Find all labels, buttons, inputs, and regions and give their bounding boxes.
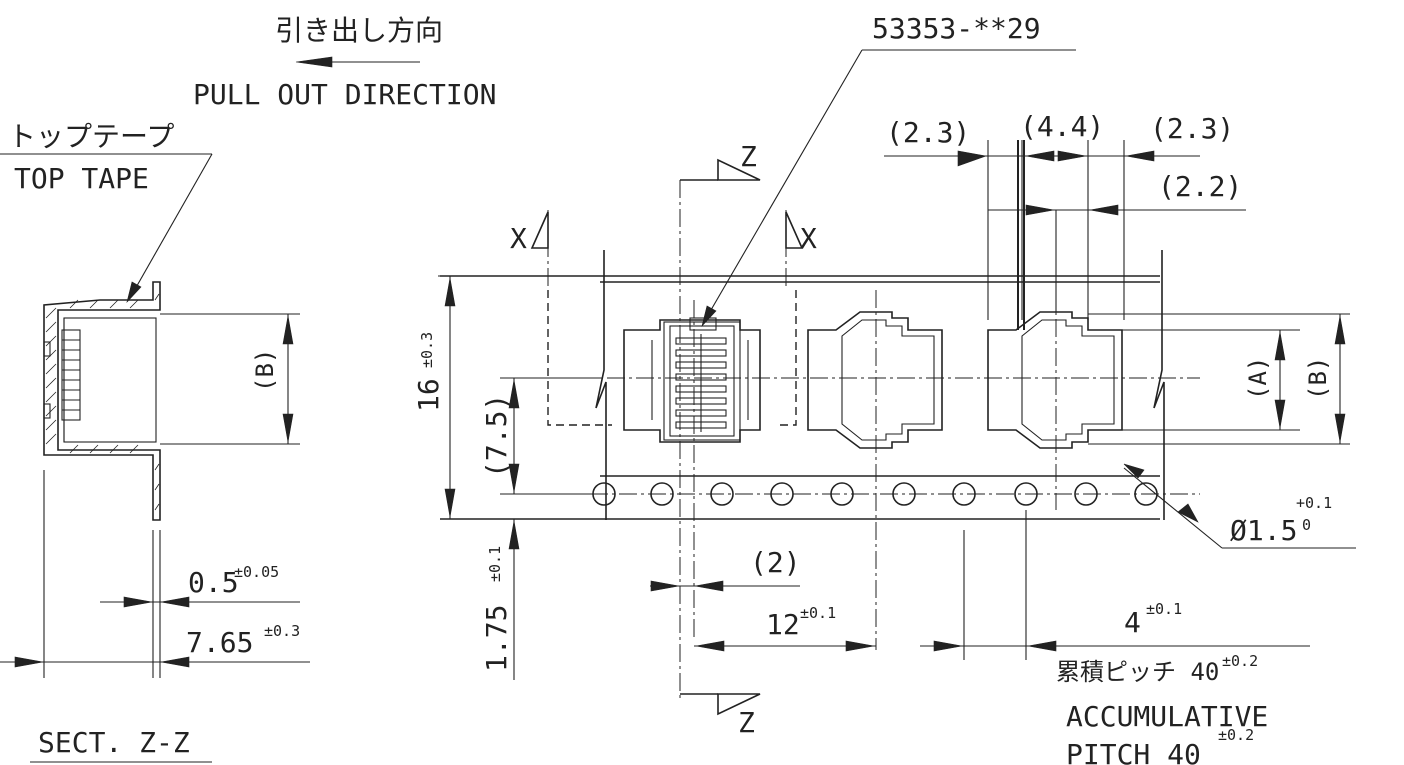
pocket-wall-hatch	[45, 293, 160, 511]
dim-0-5: 0.5	[188, 566, 239, 599]
connector-contacts	[651, 334, 749, 432]
tol-4: ±0.1	[1146, 600, 1182, 618]
accum-pitch-jp: 累積ピッチ 40	[1056, 658, 1219, 686]
dim-7-65: 7.65	[186, 626, 253, 659]
cut-x-right-label: X	[800, 222, 817, 255]
cut-z-bottom-label: Z	[738, 706, 755, 739]
tol-12: ±0.1	[800, 604, 836, 622]
pull-out-direction-jp: 引き出し方向	[275, 14, 443, 47]
sprocket-holes	[592, 482, 1158, 506]
x-cut-arrow-left	[530, 211, 549, 249]
dim-b-section: (B)	[251, 349, 279, 392]
top-tape-leader-line	[129, 153, 213, 299]
top-tape-label-jp: トップテープ	[8, 120, 174, 153]
pocket-outline	[43, 281, 161, 521]
dim-hole: Ø1.5	[1230, 514, 1297, 547]
tol-accum-en: ±0.2	[1218, 726, 1254, 744]
tape-plan-view: Z Z X X	[412, 12, 1356, 765]
part-number-leader	[703, 49, 863, 323]
top-tape-label-en: TOP TAPE	[14, 162, 149, 195]
tol-16: ±0.3	[418, 332, 436, 368]
pull-out-arrow-head	[295, 56, 333, 68]
dim-4-4: (4.4)	[1020, 110, 1104, 143]
connector-pins-section	[43, 329, 81, 421]
dim-12: 12	[766, 608, 800, 641]
tol-hole-upper: +0.1	[1296, 494, 1332, 512]
dim-a: (A)	[1244, 357, 1272, 400]
tol-0-5: ±0.05	[234, 563, 279, 581]
tol-1-75: ±0.1	[486, 546, 504, 582]
accum-pitch-en1: ACCUMULATIVE	[1066, 700, 1268, 733]
section-title: SECT. Z-Z	[38, 726, 190, 759]
tol-hole-lower: 0	[1302, 516, 1311, 534]
hidden-section-rect	[547, 290, 612, 426]
dim-2-3-left: (2.3)	[886, 116, 970, 149]
pocket-2	[807, 311, 943, 449]
dim-2-3-right: (2.3)	[1150, 112, 1234, 145]
dim-1-75: 1.75	[480, 605, 513, 672]
pull-out-direction: 引き出し方向 PULL OUT DIRECTION	[193, 14, 496, 111]
hole-dia-leader	[1123, 467, 1223, 549]
break-line-right	[1153, 250, 1165, 520]
z-cut-arrow-bottom	[717, 693, 761, 716]
dim-16: 16	[412, 378, 445, 412]
section-view-z-z: トップテープ TOP TAPE	[0, 120, 310, 763]
dim-4: 4	[1124, 606, 1141, 639]
cut-x-left-label: X	[510, 222, 527, 255]
x-cut-arrow-right	[785, 211, 804, 249]
cut-z-top-label: Z	[740, 140, 757, 173]
accum-pitch-en2: PITCH 40	[1066, 738, 1201, 765]
tol-7-65: ±0.3	[264, 622, 300, 640]
dim-2-2: (2.2)	[1158, 170, 1242, 203]
pull-out-direction-en: PULL OUT DIRECTION	[193, 78, 496, 111]
pocket-3	[987, 311, 1123, 449]
dim-b-main: (B)	[1304, 357, 1332, 400]
break-line-left	[595, 250, 607, 520]
z-cut-arrow-top	[717, 158, 761, 181]
pocket-with-connector	[623, 317, 761, 443]
part-number: 53353-**29	[872, 12, 1041, 45]
dim-7-5: (7.5)	[480, 394, 513, 478]
top-tape-leader-arrow	[126, 281, 142, 304]
tol-accum-jp: ±0.2	[1222, 652, 1258, 670]
dim-2: (2)	[750, 546, 801, 579]
